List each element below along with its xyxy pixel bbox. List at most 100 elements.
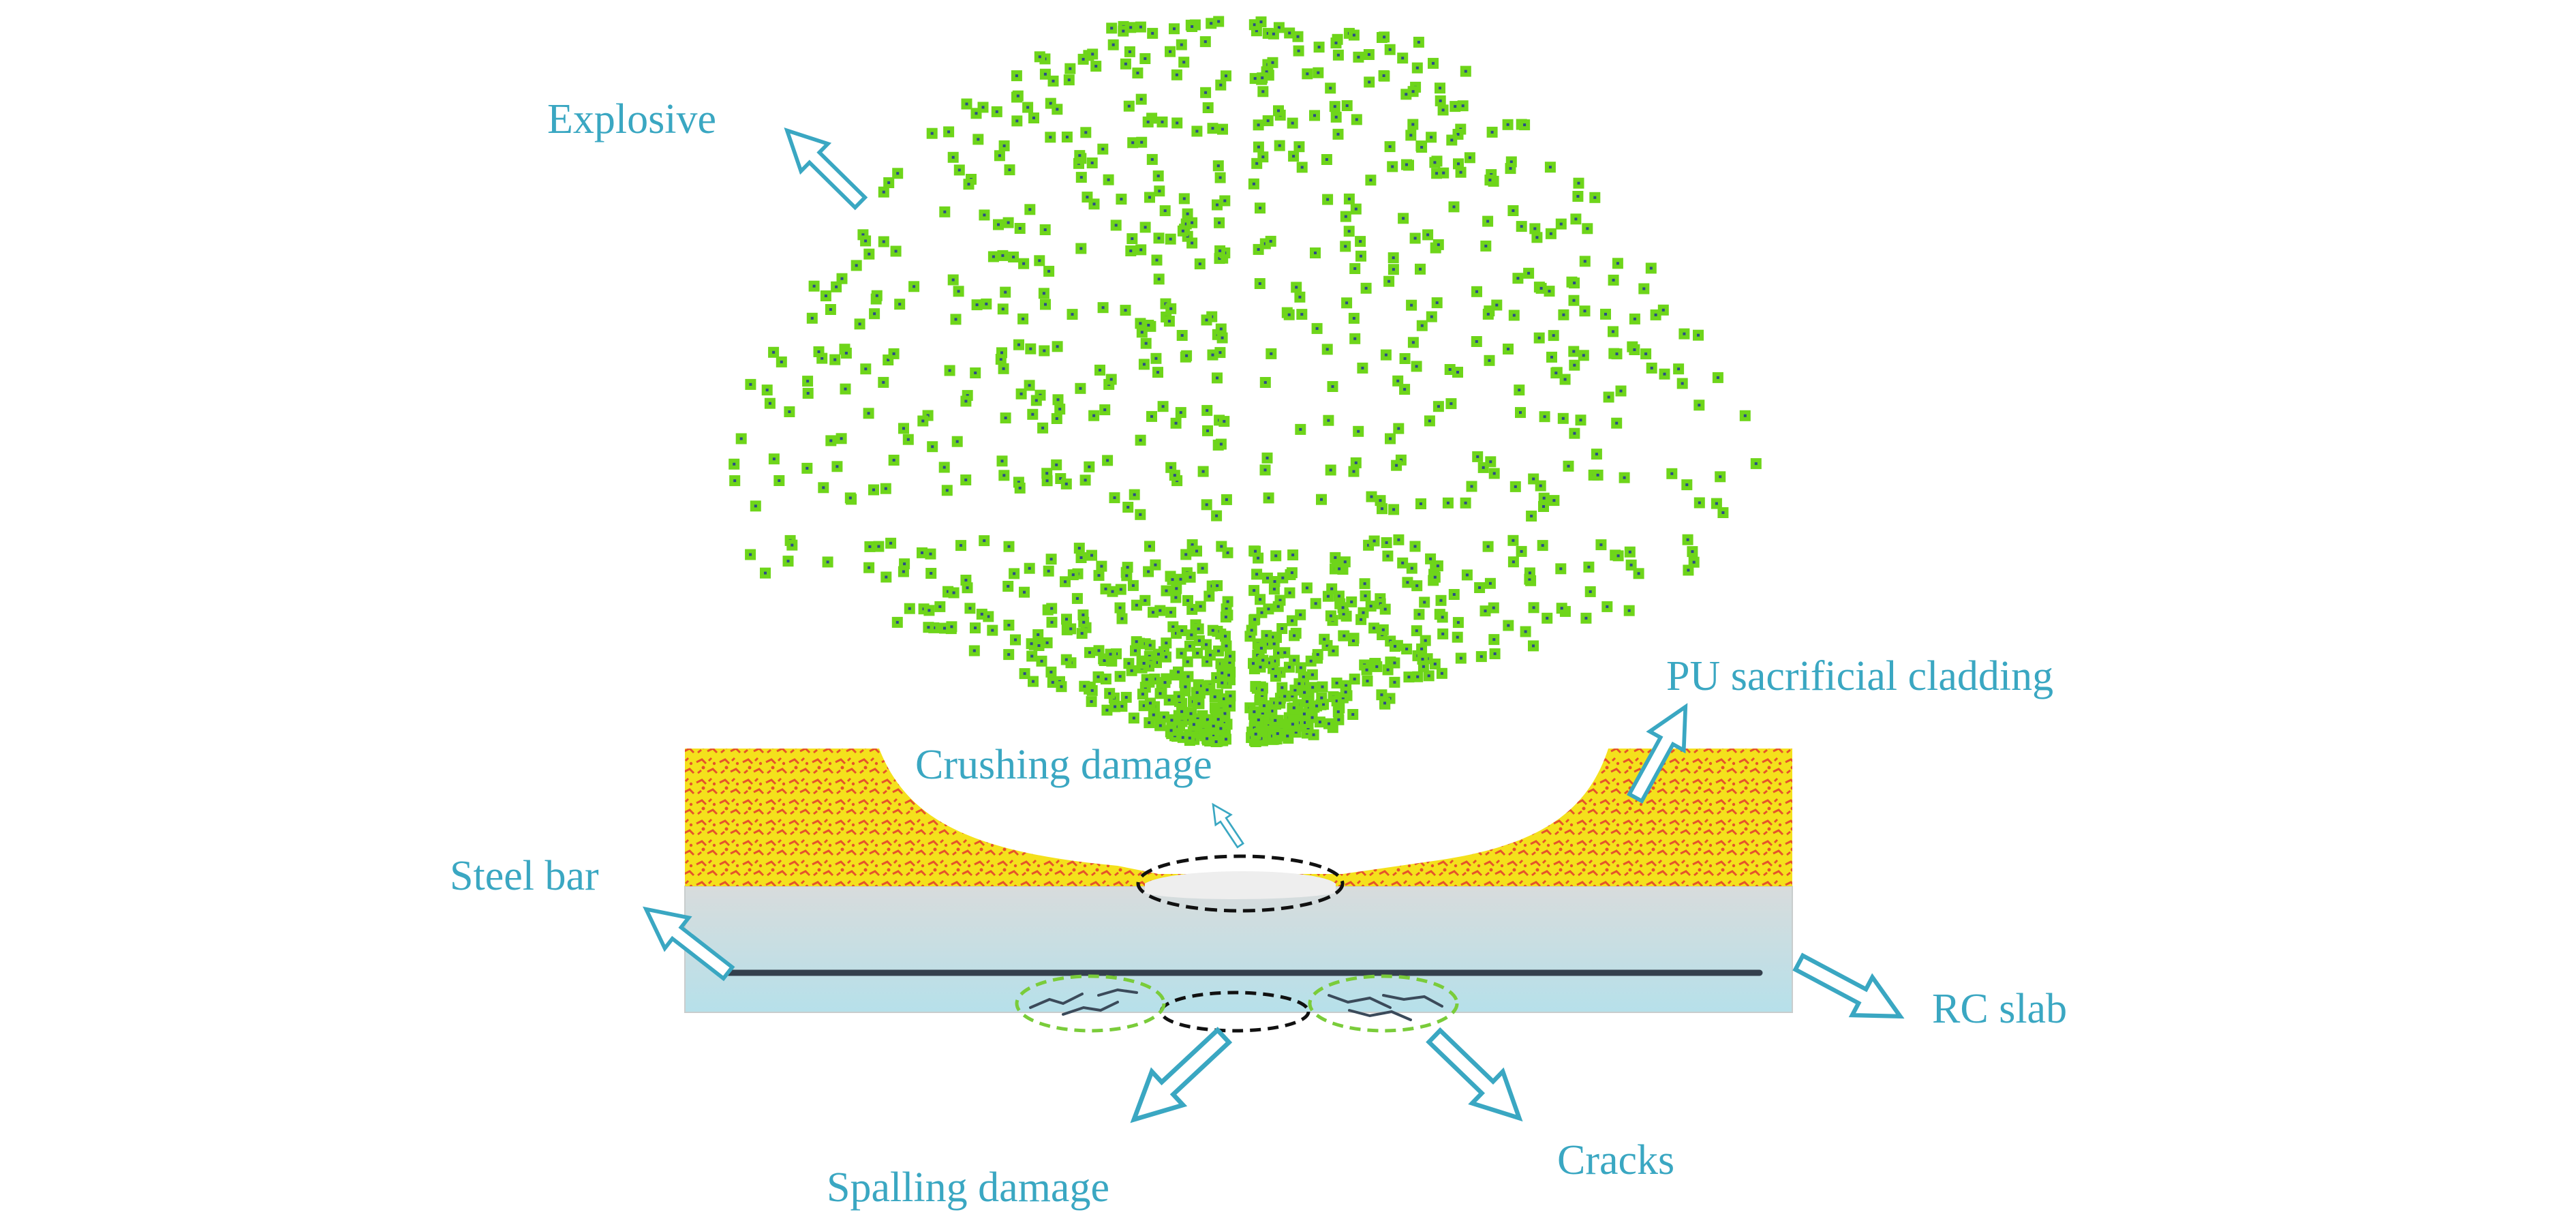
- particle-dot: [1344, 245, 1347, 248]
- particle-dot: [903, 562, 906, 566]
- particle-dot: [1221, 127, 1224, 131]
- particle-dot: [1079, 556, 1083, 559]
- particle-dot: [1150, 414, 1153, 418]
- particle-dot: [1150, 157, 1154, 161]
- particle-dot: [1002, 367, 1005, 370]
- particle-dot: [1266, 31, 1270, 35]
- particle-dot: [1382, 74, 1385, 77]
- particle-dot: [1250, 629, 1253, 632]
- particle-dot: [1298, 145, 1301, 149]
- particle-dot: [1023, 590, 1026, 594]
- particle-dot: [1261, 155, 1265, 159]
- particle-dot: [1200, 684, 1203, 688]
- particle-dot: [1389, 437, 1392, 440]
- particle-dot: [1266, 576, 1269, 579]
- particle-dot: [1067, 78, 1071, 82]
- particle-dot: [806, 466, 809, 470]
- particle-dot: [1127, 104, 1131, 108]
- particle-dot: [868, 545, 872, 548]
- particle-dot: [1541, 544, 1544, 547]
- particle-dot: [1607, 395, 1610, 399]
- particle-dot: [1616, 554, 1620, 558]
- particle-dot: [1113, 496, 1116, 500]
- particle-dot: [1064, 482, 1068, 485]
- particle-dot: [1086, 196, 1089, 199]
- particle-dot: [1533, 227, 1537, 230]
- particle-dot: [1321, 685, 1324, 689]
- particle-dot: [1265, 634, 1268, 637]
- particle-dot: [882, 190, 885, 194]
- particle-dot: [1145, 678, 1148, 681]
- particle-dot: [1352, 470, 1355, 473]
- particle-dot: [1261, 689, 1264, 692]
- particle-dot: [947, 130, 951, 134]
- particle-dot: [1001, 307, 1005, 311]
- particle-dot: [1188, 736, 1191, 740]
- particle-dot: [1294, 731, 1298, 734]
- particle-dot: [1325, 348, 1329, 351]
- particle-dot: [1049, 102, 1052, 105]
- particle-dot: [1261, 659, 1265, 662]
- particle-dot: [1120, 617, 1124, 620]
- particle-dot: [1405, 648, 1409, 650]
- particle-dot: [1293, 689, 1297, 692]
- particle-dot: [1216, 203, 1218, 207]
- particle-dot: [1691, 550, 1694, 554]
- particle-dot: [1337, 594, 1340, 598]
- particle-dot: [1573, 432, 1576, 435]
- particle-dot: [1221, 671, 1224, 675]
- particle-dot: [1000, 459, 1004, 463]
- particle-dot: [1352, 639, 1355, 642]
- particle-dot: [1272, 588, 1276, 591]
- particle-dot: [778, 479, 781, 482]
- particle-dot: [1212, 724, 1215, 727]
- particle-dot: [1038, 259, 1041, 262]
- particle-dot: [1388, 48, 1392, 51]
- particle-dot: [1225, 607, 1228, 611]
- particle-dot: [1336, 53, 1340, 57]
- particle-dot: [1273, 659, 1276, 663]
- particle-dot: [1411, 90, 1415, 93]
- particle-dot: [1266, 119, 1270, 123]
- particle-dot: [1175, 73, 1178, 76]
- particle-dot: [1433, 161, 1437, 164]
- particle-dot: [1023, 672, 1026, 676]
- particle-dot: [1482, 466, 1485, 469]
- particle-dot: [1078, 154, 1082, 157]
- particle-dot: [1461, 104, 1465, 108]
- particle-dot: [1548, 166, 1552, 169]
- particle-dot: [1476, 455, 1479, 458]
- particle-dot: [1393, 661, 1396, 665]
- particle-dot: [967, 183, 970, 186]
- particle-dot: [1278, 599, 1282, 602]
- particle-dot: [1170, 719, 1174, 722]
- particle-dot: [1512, 560, 1515, 564]
- particle-dot: [1272, 667, 1274, 670]
- particle-dot: [1179, 577, 1182, 581]
- particle-dot: [1345, 301, 1349, 305]
- particle-dot: [1007, 653, 1011, 656]
- particle-dot: [1260, 611, 1263, 614]
- particle-dot: [1539, 286, 1543, 290]
- particle-dot: [1306, 72, 1309, 76]
- particle-dot: [1186, 660, 1189, 663]
- particle-dot: [1426, 233, 1430, 237]
- particle-dot: [817, 350, 821, 353]
- particle-dot: [1080, 632, 1084, 635]
- particle-dot: [1332, 649, 1335, 652]
- particle-dot: [1196, 717, 1199, 721]
- particle-dot: [1299, 427, 1302, 431]
- particle-dot: [1058, 408, 1062, 411]
- particle-dot: [964, 579, 968, 582]
- particle-dot: [1415, 66, 1419, 70]
- particle-dot: [1269, 239, 1272, 243]
- rc-slab: [684, 886, 1793, 1013]
- particle-dot: [1001, 254, 1005, 257]
- particle-dot: [1064, 580, 1067, 584]
- particle-dot: [1428, 419, 1431, 423]
- particle-dot: [1176, 121, 1179, 125]
- particle-dot: [1206, 660, 1209, 663]
- particle-dot: [1204, 91, 1208, 94]
- particle-dot: [1084, 131, 1088, 134]
- particle-dot: [1037, 633, 1040, 636]
